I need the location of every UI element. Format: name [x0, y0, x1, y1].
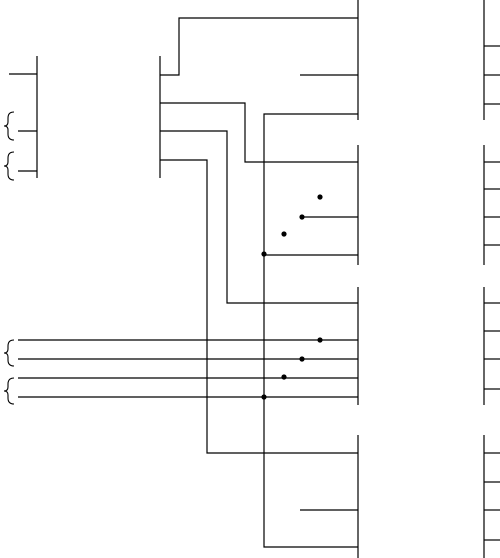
route-a [160, 102, 358, 163]
top-route [160, 17, 358, 76]
inner-trunk [263, 113, 358, 548]
brace-4 [3, 377, 15, 405]
right-stubs [484, 45, 500, 541]
brace-3 [3, 339, 15, 367]
route-c [160, 159, 358, 454]
route-b [160, 130, 358, 304]
brace-2 [3, 151, 15, 181]
junction-dots [261, 194, 323, 400]
brace-1 [3, 111, 15, 141]
